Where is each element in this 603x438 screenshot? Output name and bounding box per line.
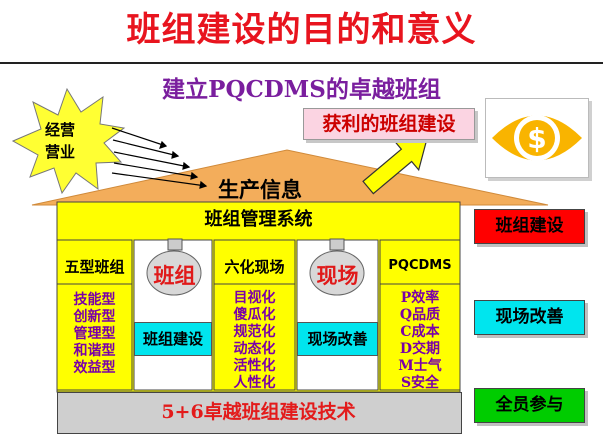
sun-label: 经营 营业 — [30, 119, 90, 163]
base-label: 5+6卓越班组建设技术 — [161, 401, 356, 423]
column-cell-1 — [56, 239, 133, 391]
title-divider — [0, 62, 603, 64]
roof-label: 生产信息 — [218, 177, 302, 202]
column-list-pqcdms: P效率 Q品质 C成本 D交期 M士气 S安全 — [398, 290, 442, 391]
dollar-sign-icon: $ — [485, 98, 589, 178]
column-cell-5 — [379, 239, 461, 391]
page-title: 班组建设的目的和意义 — [126, 10, 477, 50]
column-list-six-site: 目视化 傻瓜化 规范化 动态化 活性化 人性化 — [233, 290, 276, 391]
site-improve-button: 现场改善 — [297, 322, 378, 356]
side-box-banzu: 班组建设 — [474, 209, 585, 244]
profit-arrow-icon — [362, 137, 428, 195]
system-label: 班组管理系统 — [204, 209, 313, 230]
side-box-site: 现场改善 — [474, 300, 585, 335]
column-header-pqcdms: PQCDMS — [388, 258, 452, 273]
sun-label-line1: 经营 — [44, 121, 75, 139]
dome-icon-group — [146, 238, 365, 296]
sun-burst-icon — [11, 87, 126, 195]
dome-label-xianchang: 现场 — [316, 263, 359, 288]
banzu-build-button: 班组建设 — [134, 322, 212, 356]
profit-box: 获利的班组建设 — [303, 108, 475, 140]
column-list-five-type: 技能型 创新型 管理型 和谐型 效益型 — [73, 292, 116, 376]
sun-rays — [111, 127, 208, 189]
subtitle: 建立PQCDMS的卓越班组 — [162, 76, 441, 103]
svg-text:$: $ — [527, 122, 546, 155]
column-cell-3 — [213, 239, 296, 391]
dome-label-banzu: 班组 — [153, 263, 196, 288]
sun-label-line2: 营业 — [44, 143, 75, 161]
column-header-five-type: 五型班组 — [64, 258, 125, 276]
column-header-six-site: 六化现场 — [224, 258, 285, 276]
base-bar — [57, 392, 462, 434]
side-box-all: 全员参与 — [474, 388, 585, 423]
